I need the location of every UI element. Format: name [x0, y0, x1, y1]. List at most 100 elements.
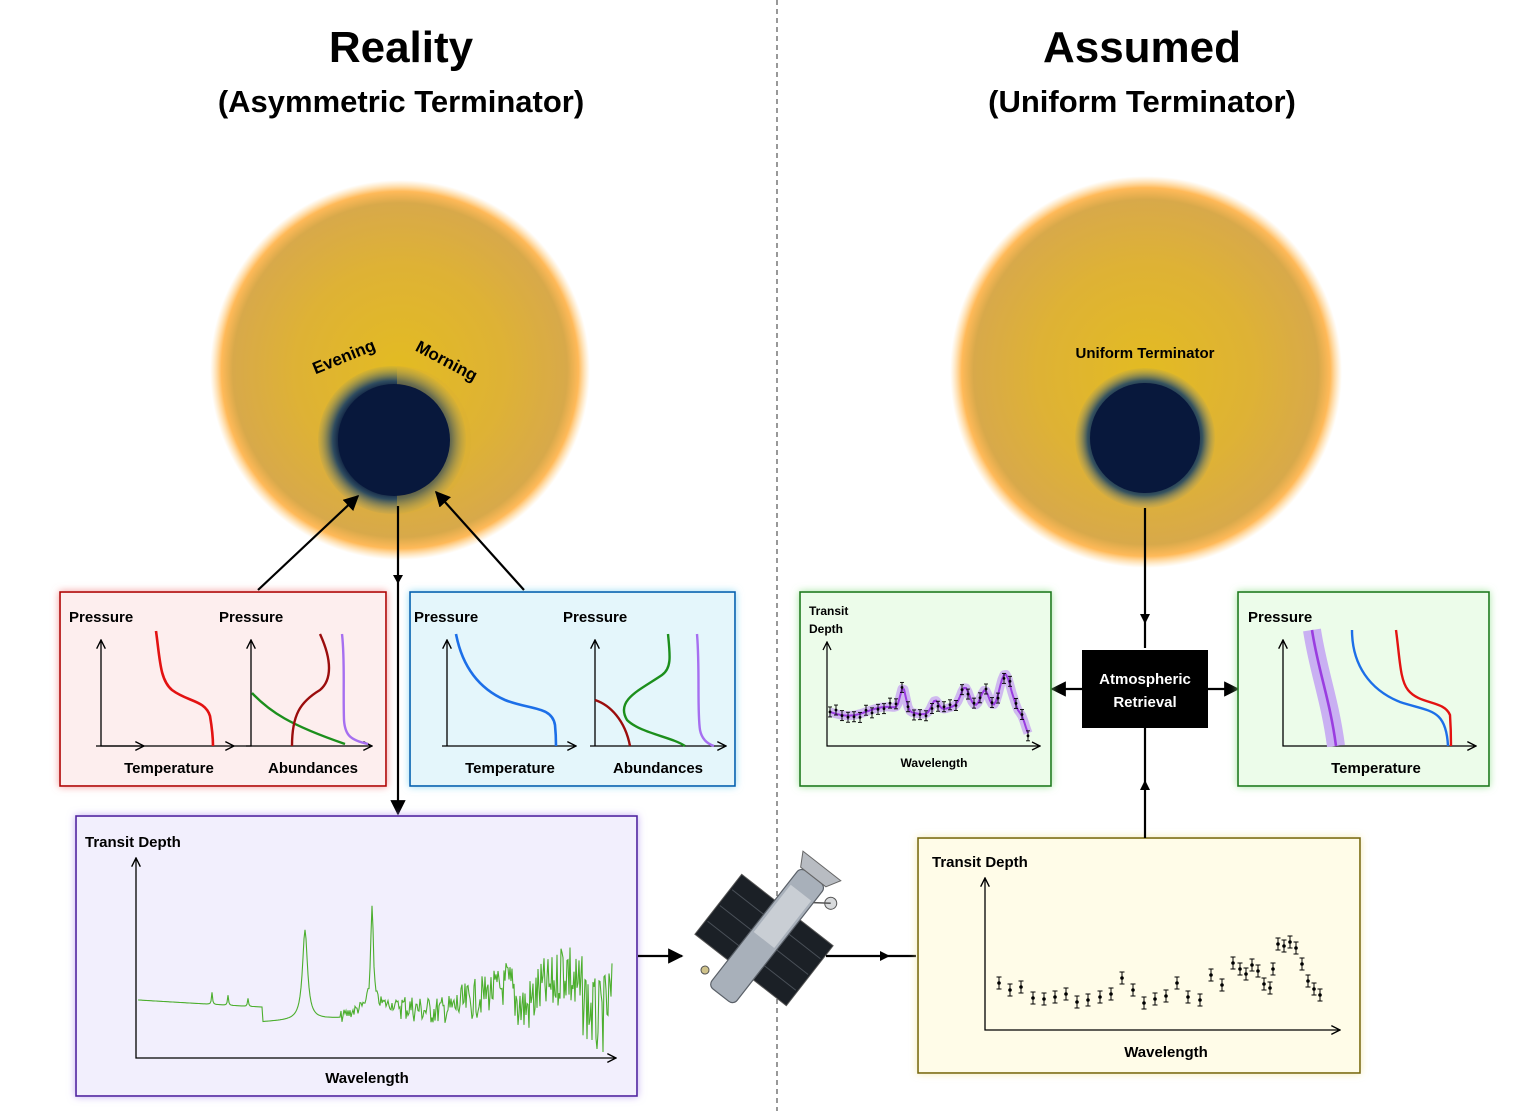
tp-ylabel: Pressure: [1248, 609, 1312, 626]
data-point: [1237, 962, 1243, 976]
fit-data-point: [966, 688, 970, 700]
data-point: [1317, 988, 1323, 1002]
fit-data-point: [978, 692, 982, 704]
blue-temperature-label: Temperature: [465, 760, 555, 777]
fit-data-point: [900, 681, 904, 693]
fit-data-point: [840, 710, 844, 722]
data-point: [1305, 974, 1311, 988]
fit-data-point: [924, 710, 928, 722]
fit-ylabel-1: Transit: [809, 604, 848, 618]
fit-data-point: [954, 700, 958, 711]
fit-data-point: [894, 698, 898, 710]
blue-pressure-label-1: Pressure: [414, 609, 478, 626]
fit-data-point: [972, 697, 976, 709]
right-title: Assumed: [1043, 23, 1241, 72]
arrow-morning: [434, 490, 525, 591]
fit-data-point: [960, 684, 964, 696]
data-point: [1281, 939, 1287, 953]
data-point: [1230, 956, 1236, 970]
fit-data-point: [834, 704, 838, 716]
data-point: [1208, 968, 1214, 982]
data-point: [1267, 981, 1273, 995]
data-point: [996, 976, 1002, 990]
fit-data-point: [846, 711, 850, 723]
fit-data-point: [990, 697, 994, 709]
retrieval-line-2: Retrieval: [1113, 694, 1176, 711]
right-subtitle: (Uniform Terminator): [988, 84, 1296, 119]
fit-data-point: [930, 703, 934, 714]
fit-data-point: [828, 706, 832, 718]
left-subtitle: (Asymmetric Terminator): [218, 84, 584, 119]
fit-best-line: [829, 673, 1029, 734]
fit-data-point: [1014, 697, 1018, 709]
data-point: [1085, 993, 1091, 1007]
retrieval-line-1: Atmospheric: [1099, 671, 1191, 688]
left-planet: [318, 366, 471, 514]
data-point: [1275, 937, 1281, 951]
data-point: [1261, 977, 1267, 991]
fit-data-point: [984, 683, 988, 695]
data-ylabel: Transit Depth: [932, 854, 1028, 871]
data-point: [1097, 990, 1103, 1004]
fit-data-point: [936, 700, 940, 712]
morning-profiles-panel: Pressure Pressure Temperature Abundances: [409, 591, 736, 787]
left-title: Reality: [329, 23, 474, 72]
fit-data-point: [864, 704, 868, 716]
data-point: [1311, 982, 1317, 996]
fit-data-point: [1020, 709, 1024, 720]
red-pressure-label-1: Pressure: [69, 609, 133, 626]
fit-data-point: [1008, 675, 1012, 687]
data-point: [1018, 980, 1024, 994]
spectrum-xlabel: Wavelength: [325, 1070, 409, 1087]
data-point: [1163, 989, 1169, 1003]
model-spectrum-panel: Transit Depth Wavelength: [75, 815, 638, 1097]
fit-data-point: [996, 692, 1000, 704]
data-point: [1197, 993, 1203, 1007]
atmospheric-retrieval-box: Atmospheric Retrieval: [1082, 650, 1208, 728]
uniform-terminator-label: Uniform Terminator: [1076, 345, 1215, 362]
retrieved-fit-panel: Transit Depth Wavelength: [799, 591, 1052, 787]
fit-data-point: [942, 701, 946, 713]
model-spectrum-line: [138, 905, 613, 1053]
data-point: [1119, 971, 1125, 985]
data-xlabel: Wavelength: [1124, 1044, 1208, 1061]
data-point: [1243, 967, 1249, 981]
data-point: [1249, 958, 1255, 972]
fit-data-point: [858, 711, 862, 723]
blue-abundances-label: Abundances: [613, 760, 703, 777]
evening-profiles-panel: Pressure Pressure Temperature Abundances: [59, 591, 387, 787]
fit-data-point: [948, 699, 952, 711]
fit-data-point: [906, 701, 910, 713]
data-point: [1270, 962, 1276, 976]
data-point: [1141, 996, 1147, 1010]
data-point: [1063, 987, 1069, 1001]
fit-ylabel-2: Depth: [809, 622, 843, 636]
telescope-icon: [694, 850, 842, 1007]
retrieved-tp-panel: Pressure Temperature: [1237, 591, 1490, 787]
fit-data-point: [882, 703, 886, 715]
fit-data-point: [876, 703, 880, 715]
data-point: [1255, 964, 1261, 978]
data-point: [1041, 992, 1047, 1006]
data-point: [1293, 941, 1299, 955]
fit-data-point: [912, 709, 916, 721]
data-point: [1030, 991, 1036, 1005]
right-planet: [1075, 368, 1215, 508]
red-temperature-label: Temperature: [124, 760, 214, 777]
data-point: [1174, 976, 1180, 990]
fit-data-point: [1026, 730, 1030, 742]
red-abundances-label: Abundances: [268, 760, 358, 777]
data-point: [1219, 978, 1225, 992]
fit-data-point: [852, 711, 856, 723]
observed-data-panel: Transit Depth Wavelength: [917, 837, 1361, 1074]
fit-data-point: [870, 707, 874, 719]
fit-data-point: [1002, 672, 1006, 684]
red-pressure-label-2: Pressure: [219, 609, 283, 626]
observed-data-points: [996, 935, 1323, 1010]
data-point: [1007, 983, 1013, 997]
data-point: [1052, 990, 1058, 1004]
data-point: [1074, 995, 1080, 1009]
blue-pressure-label-2: Pressure: [563, 609, 627, 626]
